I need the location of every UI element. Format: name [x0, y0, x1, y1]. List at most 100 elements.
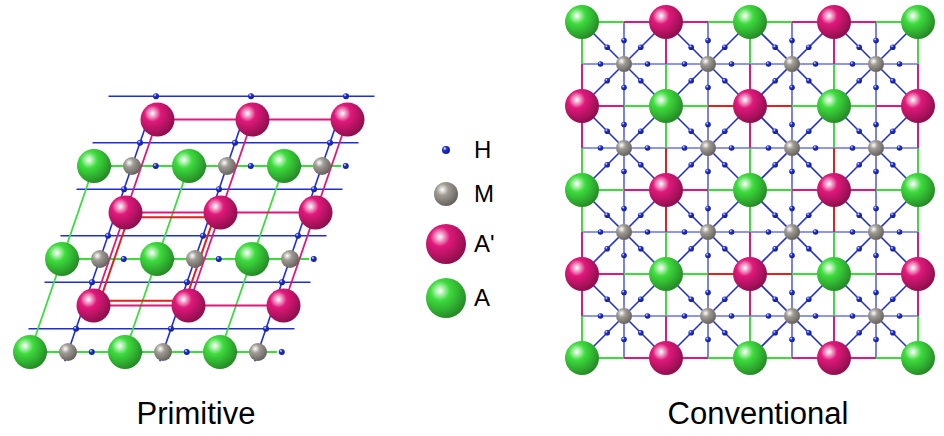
h-atom — [766, 313, 772, 319]
h-atom — [645, 145, 651, 151]
h-atom — [598, 229, 604, 235]
h-atom — [705, 38, 711, 44]
h-atom — [705, 337, 711, 343]
h-atom — [729, 145, 735, 151]
h-atom — [705, 169, 711, 175]
h-atom — [137, 140, 143, 146]
h-atom — [772, 296, 778, 302]
legend — [426, 146, 466, 318]
h-atom — [121, 186, 127, 192]
h-atom — [621, 38, 627, 44]
h-atom — [604, 162, 610, 168]
h-atom — [621, 122, 627, 128]
h-atom — [638, 44, 644, 50]
h-atom — [856, 246, 862, 252]
h-atom — [890, 296, 896, 302]
a-atom — [901, 173, 935, 207]
h-atom — [729, 313, 735, 319]
h-bond — [160, 115, 245, 361]
h-atom — [598, 145, 604, 151]
h-atom — [890, 330, 896, 336]
h-atom — [856, 296, 862, 302]
ap-atom — [901, 89, 935, 123]
h-atom — [890, 212, 896, 218]
h-atom — [121, 256, 127, 262]
h-atom — [722, 78, 728, 84]
h-bond — [109, 95, 375, 97]
m-atom — [313, 157, 331, 175]
h-atom — [343, 163, 349, 169]
a-atom — [901, 341, 935, 375]
a-atom — [140, 242, 174, 276]
h-atom — [722, 330, 728, 336]
h-atom — [598, 313, 604, 319]
ap-atom — [817, 173, 851, 207]
h-atom — [897, 313, 903, 319]
h-atom — [688, 330, 694, 336]
ap-atom — [901, 257, 935, 291]
h-atom — [184, 279, 190, 285]
ap-atom — [172, 289, 206, 323]
legend-label: A — [474, 285, 490, 311]
h-atom — [729, 229, 735, 235]
h-atom — [200, 233, 206, 239]
h-atom — [705, 253, 711, 259]
h-atom — [890, 162, 896, 168]
h-atom — [729, 61, 735, 67]
a-atom — [108, 335, 142, 369]
ap-bond — [284, 120, 348, 306]
a-atom — [817, 257, 851, 291]
h-atom — [766, 229, 772, 235]
h-atom — [772, 44, 778, 50]
conventional-structure — [565, 5, 935, 375]
h-atom — [813, 61, 819, 67]
h-atom — [897, 61, 903, 67]
h-atom — [89, 279, 95, 285]
m-atom — [154, 343, 172, 361]
h-atom — [682, 229, 688, 235]
h-atom — [873, 290, 879, 296]
a-atom — [45, 242, 79, 276]
h-atom — [873, 206, 879, 212]
ap-atom — [109, 196, 143, 230]
m-atom — [700, 308, 716, 324]
h-atom — [621, 206, 627, 212]
h-bond — [77, 188, 343, 190]
h-atom — [604, 212, 610, 218]
m-atom — [868, 140, 884, 156]
legend-swatch — [434, 182, 458, 206]
legend-swatch — [426, 224, 466, 264]
h-atom — [248, 93, 254, 99]
h-atom — [89, 349, 95, 355]
m-atom — [616, 308, 632, 324]
m-atom — [784, 308, 800, 324]
h-atom — [772, 330, 778, 336]
ap-atom — [817, 341, 851, 375]
h-atom — [890, 246, 896, 252]
h-bond — [29, 328, 295, 330]
m-atom — [784, 224, 800, 240]
h-atom — [772, 212, 778, 218]
h-atom — [279, 349, 285, 355]
a-atom — [649, 89, 683, 123]
h-atom — [638, 162, 644, 168]
m-atom — [59, 343, 77, 361]
legend-label: H — [474, 137, 491, 163]
h-atom — [722, 44, 728, 50]
h-atom — [897, 229, 903, 235]
h-atom — [645, 61, 651, 67]
ap-bond — [94, 120, 158, 306]
h-atom — [604, 330, 610, 336]
ap-atom — [565, 89, 599, 123]
h-atom — [621, 253, 627, 259]
legend-label: A' — [474, 231, 495, 257]
a-atom — [565, 5, 599, 39]
h-atom — [621, 337, 627, 343]
h-atom — [806, 128, 812, 134]
h-atom — [789, 337, 795, 343]
m-atom — [700, 140, 716, 156]
h-atom — [856, 212, 862, 218]
panel-label: Primitive — [137, 397, 256, 431]
h-atom — [105, 233, 111, 239]
